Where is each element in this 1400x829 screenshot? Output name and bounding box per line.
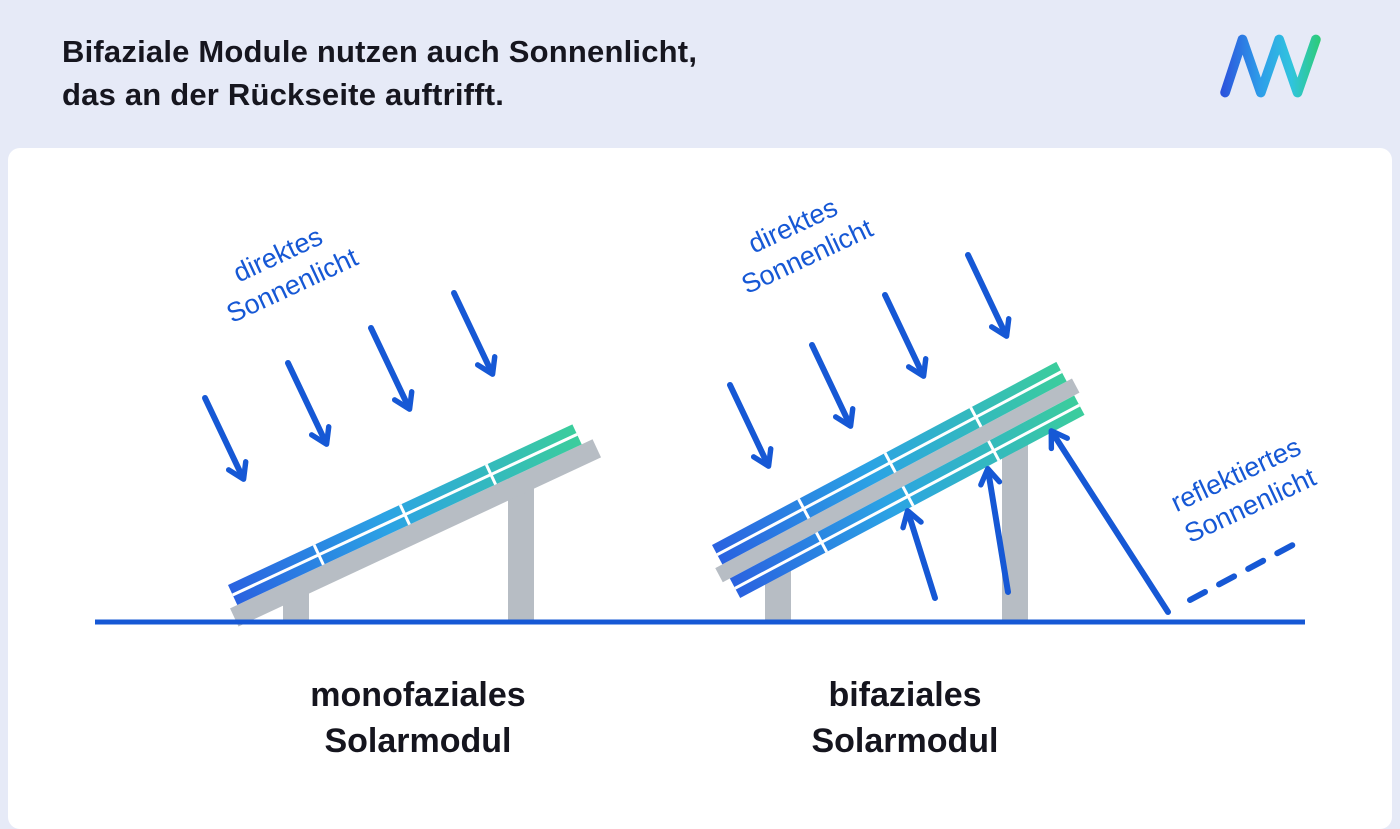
- bifacial-panel: [712, 361, 1085, 598]
- direct-sunlight-arrows-left: [202, 290, 498, 482]
- diagram-panel: direktes Sonnenlicht direktes Sonnenlich…: [8, 148, 1392, 829]
- caption-line: Solarmodul: [811, 722, 999, 760]
- caption-line: monofaziales: [310, 676, 526, 714]
- monofacial-panel: [228, 424, 602, 627]
- caption-line: Solarmodul: [324, 722, 512, 760]
- bifacial-caption: bifaziales Solarmodul: [695, 672, 1115, 764]
- solar-diagram: [95, 252, 1305, 627]
- page-title: Bifaziale Module nutzen auch Sonnenlicht…: [62, 30, 697, 116]
- caption-line: bifaziales: [828, 676, 982, 714]
- mvv-logo-icon: [1220, 34, 1321, 98]
- monofacial-caption: monofaziales Solarmodul: [208, 672, 628, 764]
- reflected-sunlight-arrows: [900, 428, 1171, 615]
- header: Bifaziale Module nutzen auch Sonnenlicht…: [0, 0, 1400, 148]
- direct-sunlight-arrows-right: [727, 252, 1012, 469]
- reflected-ray-dashed-line: [1187, 537, 1305, 603]
- title-line-1: Bifaziale Module nutzen auch Sonnenlicht…: [62, 34, 698, 69]
- title-line-2: das an der Rückseite auftrifft.: [62, 77, 505, 112]
